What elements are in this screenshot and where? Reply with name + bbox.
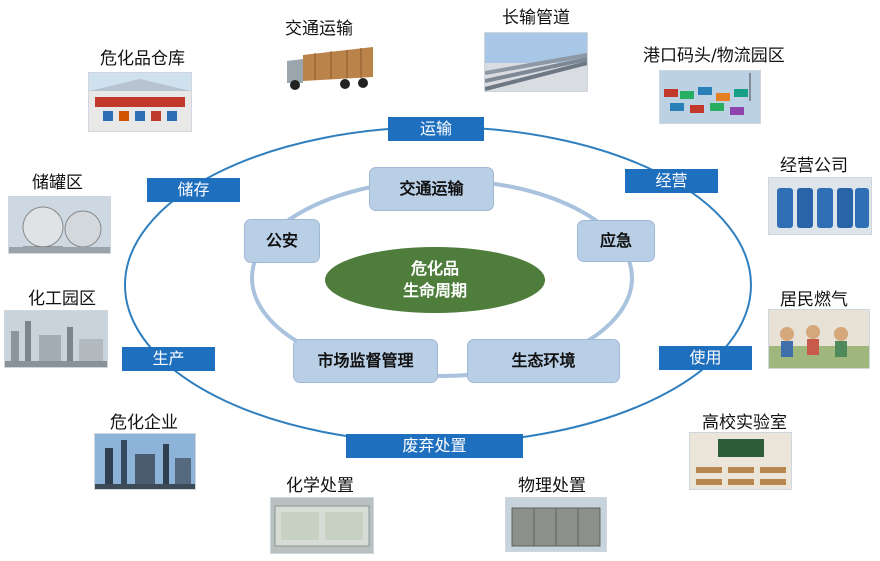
stage-operation: 经营 (625, 169, 718, 193)
lab-photo (689, 432, 792, 490)
warehouse-photo (88, 72, 192, 132)
node-label-phys-disposal: 物理处置 (518, 476, 586, 496)
agency-market: 市场监督管理 (293, 339, 438, 383)
node-label-chem-park: 化工园区 (28, 289, 96, 309)
stage-usage: 使用 (659, 346, 752, 370)
node-label-chem-disposal: 化学处置 (286, 476, 354, 496)
center-lifecycle: 危化品 生命周期 (325, 247, 545, 313)
enterprise-photo (94, 433, 196, 490)
node-label-tank: 储罐区 (32, 173, 83, 193)
node-label-enterprise: 危化企业 (110, 413, 178, 433)
agency-emergency: 应急 (577, 220, 655, 262)
agency-transport: 交通运输 (369, 167, 494, 211)
stage-transport: 运输 (388, 117, 484, 141)
node-label-warehouse: 危化品仓库 (100, 49, 185, 69)
port-photo (659, 70, 761, 124)
tank-photo (8, 196, 111, 254)
node-label-lab: 高校实验室 (702, 413, 787, 433)
agency-police: 公安 (244, 219, 320, 263)
node-label-gas: 居民燃气 (780, 290, 848, 310)
center-line1: 危化品 (410, 259, 459, 278)
node-label-company: 经营公司 (780, 156, 848, 176)
phys-disposal-photo (505, 497, 607, 552)
center-line2: 生命周期 (402, 281, 467, 300)
stage-disposal: 废弃处置 (346, 434, 523, 458)
chem-disposal-photo (270, 497, 374, 554)
chem-park-photo (4, 310, 108, 368)
stage-storage: 储存 (147, 178, 240, 202)
node-label-port: 港口码头/物流园区 (643, 46, 785, 66)
stage-production: 生产 (122, 347, 215, 371)
node-label-pipeline: 长输管道 (502, 8, 570, 28)
node-label-traffic: 交通运输 (285, 19, 353, 39)
truck-photo (284, 42, 376, 94)
agency-eco: 生态环境 (467, 339, 620, 383)
gas-photo (768, 309, 870, 369)
company-photo (768, 177, 872, 235)
pipeline-photo (484, 32, 588, 92)
